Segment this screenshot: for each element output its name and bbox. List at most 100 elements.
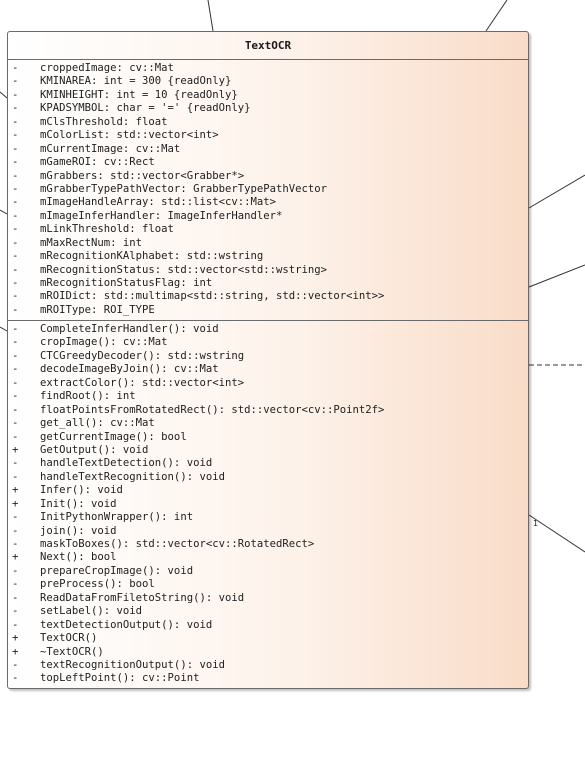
attribute-row-signature: KPADSYMBOL: char = '=' {readOnly} [40, 102, 251, 115]
visibility-marker: - [12, 457, 19, 470]
operation-row: -textRecognitionOutput(): void [8, 659, 528, 672]
visibility-marker: - [12, 363, 19, 376]
operation-row: - extractColor(): std::vector<int> [8, 377, 528, 390]
attribute-row-signature: mMaxRectNum: int [40, 236, 143, 249]
visibility-marker: - [12, 470, 19, 483]
visibility-marker: - [12, 290, 19, 303]
association-line-top-right [485, 0, 508, 32]
visibility-marker: - [12, 115, 19, 128]
operation-row-signature: floatPointsFromRotatedRect(): std::vecto… [40, 403, 385, 416]
operation-row-signature: topLeftPoint(): cv::Point [40, 672, 200, 685]
operation-row-signature: handleTextRecognition(): void [40, 470, 225, 483]
attribute-row: - mROIDict: std::multimap<std::string, st… [8, 290, 528, 303]
operation-row: - decodeImageByJoin(): cv::Mat [8, 363, 528, 376]
attribute-row: - mClsThreshold: float [8, 116, 528, 129]
attribute-row: - mRecognitionStatusFlag: int [8, 277, 528, 290]
operation-row: - handleTextDetection(): void [8, 457, 528, 470]
attribute-row: - mGrabberTypePathVector: GrabberTypePath… [8, 183, 528, 196]
attribute-row-signature: mRecognitionStatus: std::vector<std::wst… [40, 263, 328, 276]
association-line-right-1 [528, 174, 585, 209]
operation-row-signature: maskToBoxes(): std::vector<cv::RotatedRe… [40, 538, 315, 550]
visibility-marker: - [12, 102, 19, 115]
operation-row-signature: ReadDataFromFiletoString(): void [40, 591, 245, 604]
attribute-row-signature: mCurrentImage: cv::Mat [40, 142, 181, 155]
attribute-row: - croppedImage: cv::Mat [8, 62, 528, 75]
operation-row: -topLeftPoint(): cv::Point [8, 672, 528, 685]
visibility-marker: - [12, 223, 19, 236]
operation-row-signature: CompleteInferHandler(): void [40, 323, 219, 335]
attribute-row-signature: croppedImage: cv::Mat [40, 62, 174, 74]
operation-row-signature: join(): void [40, 524, 117, 537]
visibility-marker: - [12, 591, 19, 604]
association-line-left-2 [0, 209, 8, 215]
attribute-row: -mColorList: std::vector<int> [8, 129, 528, 142]
operation-row-signature: extractColor(): std::vector<int> [40, 376, 245, 389]
operation-row: - join(): void [8, 525, 528, 538]
visibility-marker: - [12, 209, 19, 222]
visibility-marker: - [12, 349, 19, 362]
visibility-marker: + [12, 551, 19, 564]
operation-row-signature: cropImage(): cv::Mat [40, 336, 168, 349]
visibility-marker: + [12, 645, 19, 658]
visibility-marker: - [12, 250, 19, 263]
operation-row-signature: textDetectionOutput(): void [40, 618, 213, 631]
attribute-row: -mLinkThreshold: float [8, 223, 528, 236]
attribute-row-signature: mColorList: std::vector<int> [40, 129, 219, 142]
visibility-marker: - [12, 303, 19, 316]
operation-row: - CTCGreedyDecoder(): std::wstring [8, 350, 528, 363]
operation-row-signature: getCurrentImage(): bool [40, 430, 187, 443]
operation-row-signature: preProcess(): bool [40, 578, 155, 591]
attribute-row: -mImageHandleArray: std::list<cv::Mat> [8, 196, 528, 209]
visibility-marker: - [12, 578, 19, 591]
visibility-marker: - [12, 605, 19, 618]
operation-row-signature: handleTextDetection(): void [40, 457, 213, 470]
operation-row-signature: Infer(): void [40, 484, 123, 497]
visibility-marker: + [12, 443, 19, 456]
attribute-row-signature: mRecognitionKAlphabet: std::wstring [40, 250, 264, 263]
operation-row-signature: GetOutput(): void [40, 443, 149, 456]
association-line-left-1 [0, 91, 8, 99]
attribute-row-signature: mImageHandleArray: std::list<cv::Mat> [40, 196, 276, 209]
class-box-textocr[interactable]: TextOCR -croppedImage: cv::Mat-KMINAREA:… [7, 31, 529, 689]
visibility-marker: - [12, 376, 19, 389]
operation-row: -setLabel(): void [8, 605, 528, 618]
operation-row-signature: decodeImageByJoin(): cv::Mat [40, 363, 219, 376]
attribute-row: -mGameROI: cv::Rect [8, 156, 528, 169]
operation-row: - handleTextRecognition(): void [8, 471, 528, 484]
visibility-marker: - [12, 88, 19, 101]
visibility-marker: - [12, 277, 19, 289]
attribute-row-signature: mClsThreshold: float [40, 115, 168, 128]
attribute-row-signature: mImageInferHandler: ImageInferHandler* [40, 209, 283, 222]
visibility-marker: - [12, 75, 19, 88]
operation-row-signature: Next(): bool [40, 551, 117, 564]
visibility-marker: - [12, 169, 19, 182]
attribute-row: - mROIType: ROI_TYPE [8, 304, 528, 317]
attribute-row: -KMINAREA: int = 300 {readOnly} [8, 75, 528, 88]
operation-row-signature: ~TextOCR() [40, 645, 104, 658]
operation-row: + Next(): bool [8, 551, 528, 564]
visibility-marker: - [12, 538, 19, 550]
attribute-row-signature: mGrabberTypePathVector: GrabberTypePathV… [40, 182, 328, 195]
visibility-marker: - [12, 236, 19, 249]
visibility-marker: - [12, 182, 19, 195]
visibility-marker: - [12, 524, 19, 537]
operation-row: - maskToBoxes(): std::vector<cv::RotatedR… [8, 538, 528, 551]
visibility-marker: - [12, 62, 19, 74]
attribute-row: - mMaxRectNum: int [8, 237, 528, 250]
operation-row: +Init(): void [8, 498, 528, 511]
operation-row-signature: get_all(): cv::Mat [40, 417, 155, 430]
visibility-marker: - [12, 511, 19, 524]
association-line-right-2 [528, 264, 585, 288]
attribute-row-signature: mROIDict: std::multimap<std::string, std… [40, 290, 385, 303]
operation-row-signature: CTCGreedyDecoder(): std::wstring [40, 349, 245, 362]
multiplicity-label: 1 [533, 519, 539, 528]
operation-row: - getCurrentImage(): bool [8, 431, 528, 444]
visibility-marker: - [12, 430, 19, 443]
association-line-right-3 [528, 514, 585, 553]
attribute-row-signature: mRecognitionStatusFlag: int [40, 277, 213, 289]
attribute-row-signature: mROIType: ROI_TYPE [40, 303, 155, 316]
attribute-row-signature: mGrabbers: std::vector<Grabber*> [40, 169, 245, 182]
operation-row: -prepareCropImage(): void [8, 565, 528, 578]
attribute-row: - KPADSYMBOL: char = '=' {readOnly} [8, 102, 528, 115]
visibility-marker: - [12, 618, 19, 631]
